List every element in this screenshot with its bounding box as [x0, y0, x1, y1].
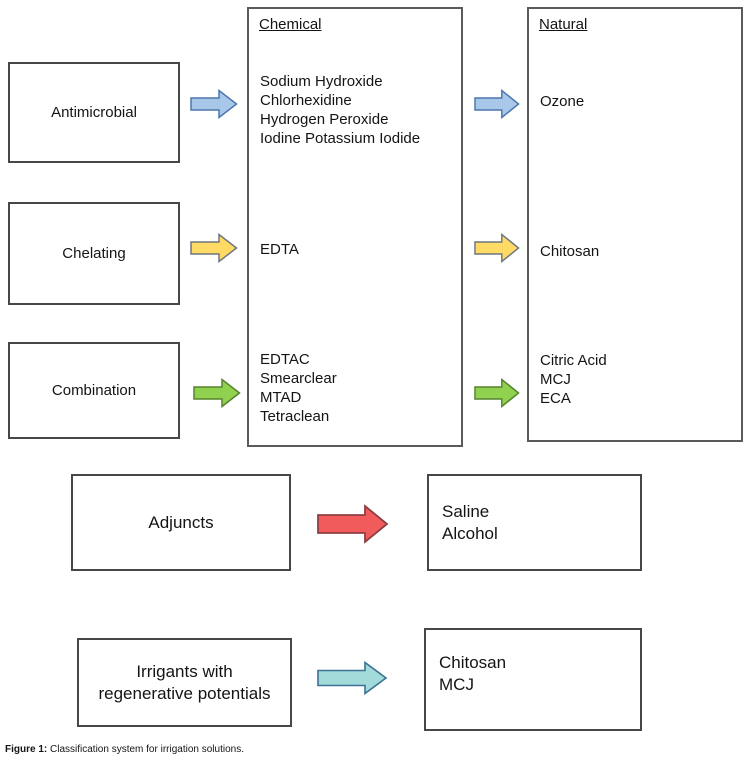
natural-item: MCJ — [540, 371, 571, 388]
adjuncts-item: Alcohol — [442, 524, 498, 543]
regenerative-arrow-icon — [317, 661, 388, 695]
regenerative-label-line1: Irrigants with — [136, 661, 233, 681]
regenerative-label-line2: regenerative potentials — [98, 683, 271, 703]
chemical-to-natural-antimicrobial-arrow-icon — [474, 89, 520, 119]
chemical-column-box: Chemical Sodium Hydroxide Chlorhexidine … — [247, 7, 463, 447]
natural-item: Chitosan — [540, 243, 600, 260]
chelating-to-chemical-arrow-icon — [190, 233, 238, 263]
combination-category-label: Combination — [51, 382, 137, 399]
adjuncts-arrow-icon — [317, 504, 389, 544]
natural-column-box: Natural Ozone Chitosan Citric Acid MCJ E… — [527, 7, 743, 442]
regenerative-item: Chitosan — [439, 653, 507, 672]
combination-category-box: Combination — [8, 342, 180, 439]
chemical-combination-items: EDTAC Smearclear MTAD Tetraclean — [260, 350, 457, 426]
chelating-category-label: Chelating — [62, 245, 126, 262]
figure-caption-prefix: Figure 1: — [5, 744, 48, 755]
chemical-item: Tetraclean — [260, 408, 330, 425]
adjuncts-box: Adjuncts — [71, 474, 291, 571]
chemical-item: Hydrogen Peroxide — [260, 111, 389, 128]
chemical-item: EDTAC — [260, 351, 310, 368]
chemical-header: Chemical — [259, 16, 322, 33]
chemical-item: EDTA — [260, 241, 299, 258]
natural-chelating-items: Chitosan — [540, 242, 737, 261]
natural-item: ECA — [540, 390, 571, 407]
figure-caption-text: Classification system for irrigation sol… — [47, 744, 244, 755]
figure-caption: Figure 1: Classification system for irri… — [5, 743, 244, 756]
regenerative-items-box: Chitosan MCJ — [424, 628, 642, 731]
chelating-category-box: Chelating — [8, 202, 180, 305]
adjuncts-label: Adjuncts — [148, 512, 214, 532]
combination-to-chemical-arrow-icon — [193, 378, 241, 408]
natural-antimicrobial-items: Ozone — [540, 92, 737, 111]
antimicrobial-to-chemical-arrow-icon — [190, 89, 238, 119]
chemical-item: Chlorhexidine — [260, 92, 352, 109]
chemical-item: Sodium Hydroxide — [260, 73, 383, 90]
natural-header: Natural — [539, 16, 588, 33]
adjuncts-items-box: Saline Alcohol — [427, 474, 642, 571]
antimicrobial-category-box: Antimicrobial — [8, 62, 180, 163]
chemical-antimicrobial-items: Sodium Hydroxide Chlorhexidine Hydrogen … — [260, 72, 457, 148]
chemical-chelating-items: EDTA — [260, 240, 457, 259]
chemical-item: Iodine Potassium Iodide — [260, 130, 421, 147]
chemical-to-natural-combination-arrow-icon — [474, 378, 520, 408]
chemical-to-natural-chelating-arrow-icon — [474, 233, 520, 263]
regenerative-box: Irrigants with regenerative potentials — [77, 638, 292, 727]
chemical-item: Smearclear — [260, 370, 337, 387]
natural-combination-items: Citric Acid MCJ ECA — [540, 351, 737, 408]
adjuncts-item: Saline — [442, 502, 490, 521]
antimicrobial-category-label: Antimicrobial — [51, 104, 137, 121]
natural-item: Citric Acid — [540, 352, 607, 369]
regenerative-item: MCJ — [439, 675, 474, 694]
chemical-item: MTAD — [260, 389, 302, 406]
natural-item: Ozone — [540, 93, 585, 110]
